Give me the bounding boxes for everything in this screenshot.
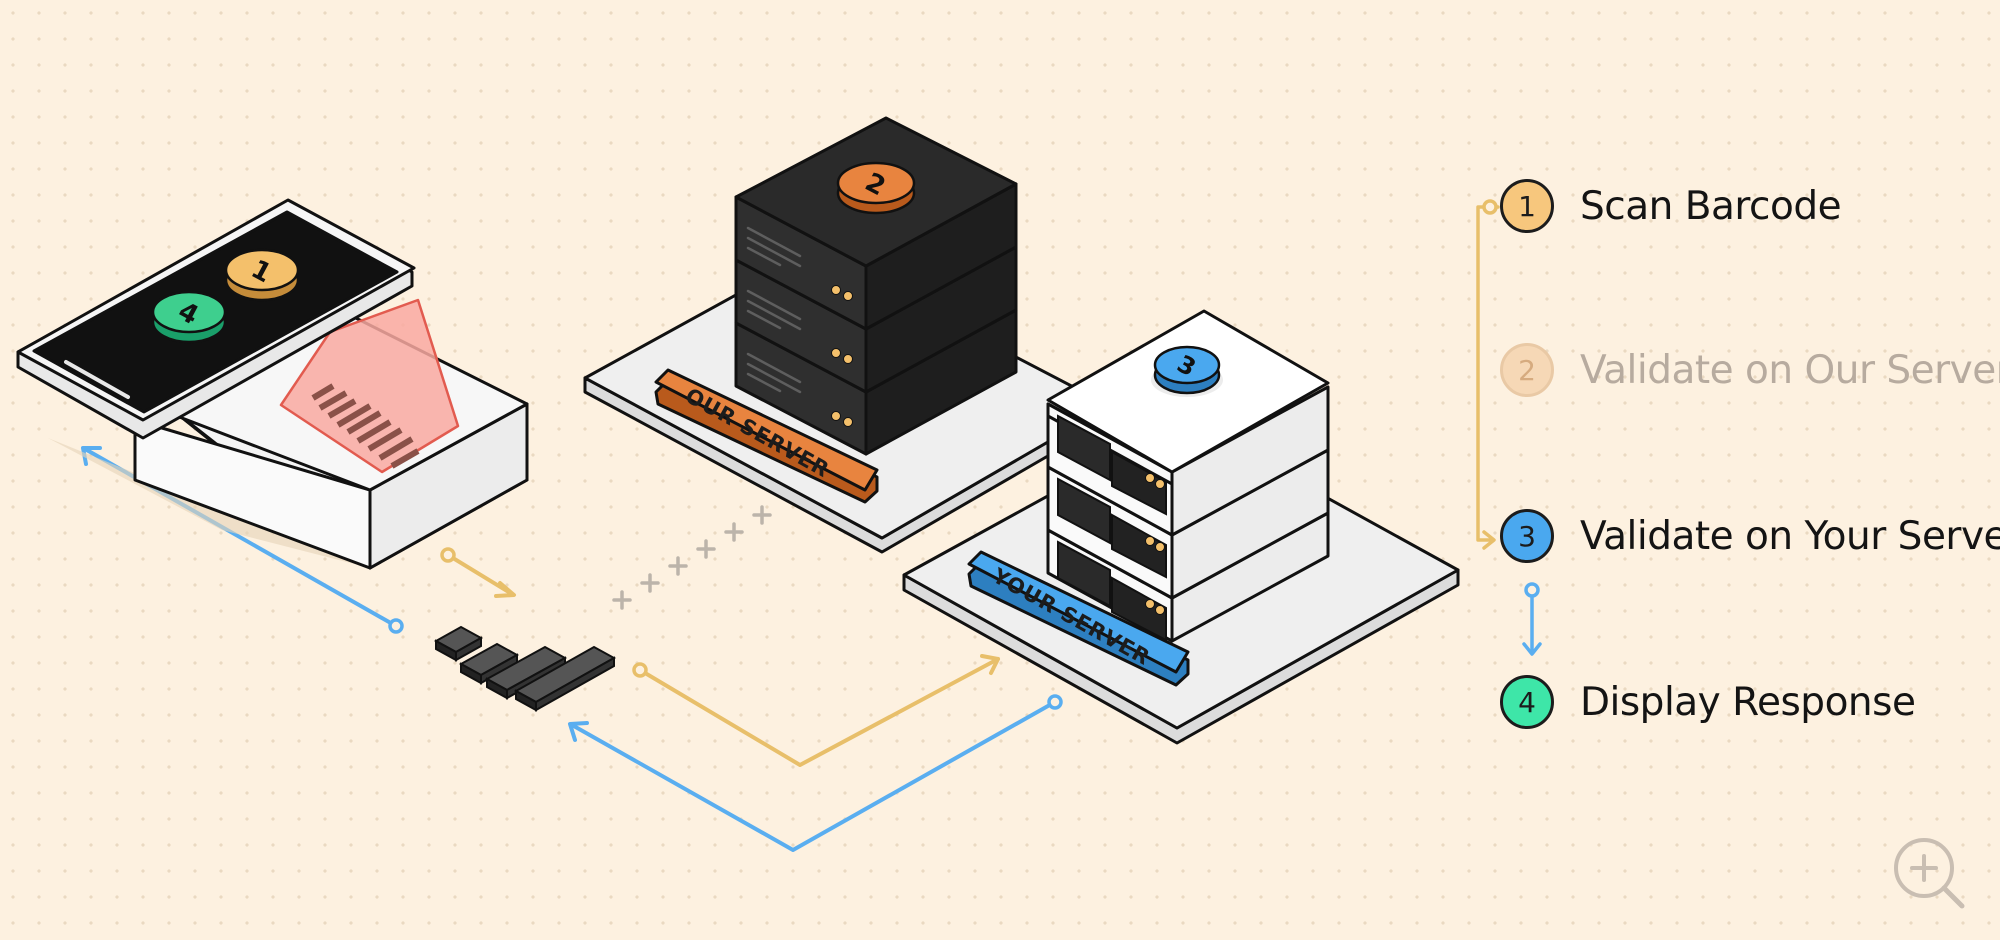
step-label-1: Scan Barcode: [1580, 183, 1842, 229]
flow-scan-to-cloud: [446, 553, 514, 596]
badge-validate-your-server: 3: [1151, 345, 1223, 397]
flow-your-server-arrowhead: [980, 654, 1000, 675]
connection-trail: [612, 505, 772, 610]
our-server-rack: [734, 116, 1018, 456]
flow-phone-arrowhead: [81, 446, 102, 466]
flow-cloud-to-your-server: [638, 657, 1000, 767]
flow-endpoint-scan: [440, 547, 456, 563]
step-number-3: 3: [1500, 509, 1554, 563]
badge-display-response: 4: [151, 290, 227, 344]
step-label-4: Display Response: [1580, 679, 1916, 725]
your-server-lights: [1145, 473, 1165, 615]
steps-legend: 1 Scan Barcode 2 Validate on Our Server …: [1480, 160, 2000, 760]
step-number-1: 1: [1500, 179, 1554, 233]
step-label-2: Validate on Our Server: [1580, 347, 2000, 393]
step-label-3: Validate on Your Server: [1580, 513, 2000, 559]
data-blocks-icon: [433, 625, 617, 712]
step-validate-our-server: 2 Validate on Our Server: [1500, 340, 2000, 400]
step-display-response: 4 Display Response: [1500, 672, 1916, 732]
flow-your-server-to-cloud: [570, 700, 1057, 852]
barcode-icon: [311, 383, 420, 469]
zoom-in-button[interactable]: [1888, 832, 1968, 912]
steps-connector-mid: [1524, 582, 1540, 598]
step-number-2: 2: [1500, 343, 1554, 397]
flow-endpoints: [388, 547, 1063, 710]
flow-endpoint-your-server: [1047, 694, 1063, 710]
badge-validate-our-server: 2: [836, 161, 916, 215]
step-scan-barcode: 1 Scan Barcode: [1500, 176, 1842, 236]
flow-cloud-arrowhead: [568, 721, 589, 742]
step-validate-your-server: 3 Validate on Your Server: [1500, 506, 2000, 566]
step-number-4: 4: [1500, 675, 1554, 729]
our-server-lights: [831, 285, 853, 427]
your-server-vents: [1057, 414, 1167, 642]
flow-endpoint-cloud-out: [632, 662, 648, 678]
flow-endpoint-phone-return: [388, 618, 404, 634]
scan-beam: [279, 298, 460, 474]
flow-scan-arrowhead: [494, 581, 516, 598]
our-server-vents: [746, 226, 802, 394]
steps-connector-start: [1482, 199, 1498, 215]
badge-scan-barcode: 1: [224, 248, 300, 302]
zoom-in-icon: [1894, 838, 1965, 909]
